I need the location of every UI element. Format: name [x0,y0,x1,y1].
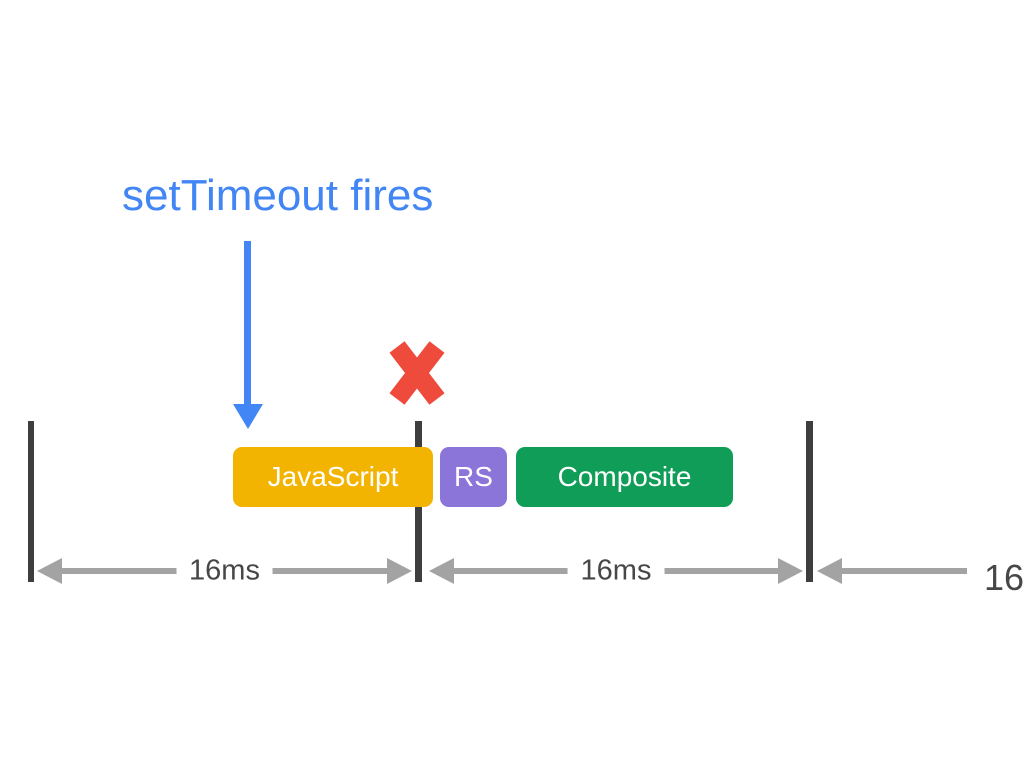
arrow-left-icon [817,558,842,584]
interval-duration-label: 16 [984,557,1024,598]
settimeout-fires-label: setTimeout fires [122,171,434,220]
frame-interval-3: 16 [817,557,1024,598]
interval-duration-label: 16ms [567,554,665,588]
task-block-javascript: JavaScript [233,447,433,507]
task-block-composite: Composite [516,447,733,507]
arrow-left-icon [429,558,454,584]
arrow-right-icon [387,558,412,584]
task-label-javascript: JavaScript [267,461,399,492]
interval-duration-label: 16ms [176,554,273,588]
frame-boundary-left [28,421,34,582]
red-x-icon [389,341,445,405]
blue-down-arrow-icon [244,241,251,404]
arrow-right-icon [778,558,803,584]
task-label-composite: Composite [557,461,692,492]
frame-boundary-right [806,421,813,582]
blue-down-arrow-head-icon [233,404,263,429]
task-block-recalc-styles: RS [440,447,507,507]
task-label-recalc-styles: RS [454,461,493,492]
interval-arrow-shaft [842,568,967,574]
frame-interval-2: 16ms [429,554,803,588]
frame-interval-1: 16ms [37,554,412,588]
arrow-left-icon [37,558,62,584]
